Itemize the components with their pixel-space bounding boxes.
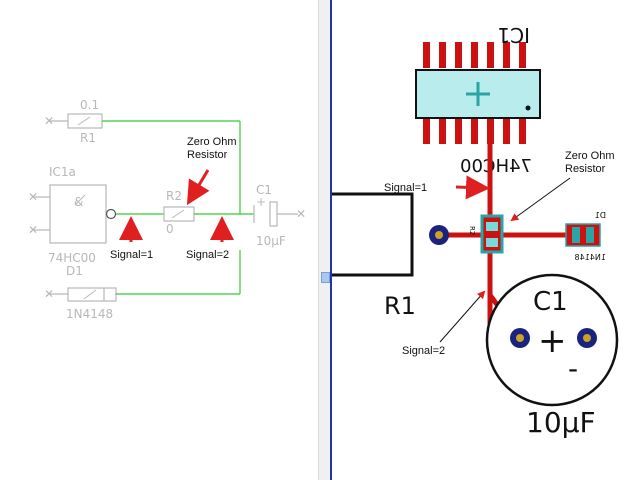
r2-ref-label: R2 [166, 189, 182, 203]
note-zero-ohm-line2: Resistor [187, 149, 228, 161]
c1-value-label: 10µF [256, 234, 286, 248]
c1-capacitor[interactable]: + ✕ [253, 195, 306, 227]
svg-text:✕: ✕ [44, 114, 54, 128]
r1-value-label: 0.1 [80, 98, 99, 112]
d1-part-label: 1N4148 [66, 307, 113, 321]
r1-outline[interactable] [332, 192, 414, 277]
arrow-to-r2-footprint [510, 177, 571, 222]
schematic-canvas: ✕ 0.1 R1 IC1a ✕ ✕ & 74HC00 R2 0 [28, 98, 306, 321]
ic1a-ref-label: IC1a [49, 165, 76, 179]
ic1a-gate[interactable]: ✕ ✕ [28, 184, 117, 244]
d1-footprint[interactable] [565, 223, 601, 247]
pcb-signal2-label: Signal=2 [402, 345, 445, 357]
signal1-label: Signal=1 [110, 249, 153, 261]
c1-label: C1 [533, 287, 568, 317]
arrow-to-r2 [186, 169, 210, 206]
r2-footprint[interactable] [480, 214, 504, 254]
pcb-note-zero-ohm-line1: Zero Ohm [565, 150, 615, 162]
panel-divider[interactable] [318, 0, 333, 480]
svg-text:✕: ✕ [28, 223, 38, 237]
r2-ref-label: R2 [468, 226, 476, 235]
r1-ref-label: R1 [80, 131, 96, 145]
note-zero-ohm-line1: Zero Ohm [187, 136, 237, 148]
gate-symbol: & [74, 195, 83, 209]
pcb-note-zero-ohm-line2: Resistor [565, 163, 606, 175]
schematic-view: ✕ 0.1 R1 IC1a ✕ ✕ & 74HC00 R2 0 [0, 0, 318, 480]
ic1-ref-label: IC1 [497, 23, 530, 47]
r1-label: R1 [384, 292, 416, 320]
ic1-footprint[interactable] [415, 42, 541, 144]
via-pad[interactable] [429, 225, 449, 245]
c1-footprint[interactable] [485, 273, 619, 407]
arrow-signal2-pcb [439, 290, 486, 343]
svg-text:+: + [256, 195, 266, 209]
svg-text:✕: ✕ [296, 207, 306, 221]
d1-diode[interactable]: ✕ [44, 250, 241, 302]
svg-text:✕: ✕ [44, 287, 54, 301]
c1-plus-label: + [538, 321, 567, 361]
splitter-handle[interactable] [321, 272, 330, 283]
c1-ref-label: C1 [256, 183, 272, 197]
pcb-signal1-label: Signal=1 [384, 182, 427, 194]
r2-zero-ohm-resistor[interactable] [163, 206, 195, 222]
d1-ref-label: D1 [66, 264, 83, 278]
signal2-label: Signal=2 [186, 249, 229, 261]
pcb-canvas: IC1 74HC00 R1 R2 [332, 23, 619, 439]
r1-resistor[interactable]: ✕ [44, 113, 241, 214]
d1-ref-label: D1 [595, 211, 606, 220]
d1-part-label: 1N4148 [575, 253, 606, 262]
pcb-view: IC1 74HC00 R1 R2 [332, 0, 638, 480]
inverter-bubble [105, 208, 117, 220]
c1-value-label: 10µF [526, 406, 596, 439]
ic1a-part-label: 74HC00 [48, 251, 96, 265]
r2-value-label: 0 [166, 222, 174, 236]
svg-text:✕: ✕ [28, 190, 38, 204]
c1-minus-label: - [568, 352, 578, 385]
arrow-signal1-pcb [455, 175, 490, 200]
ic1-part-label: 74HC00 [460, 156, 532, 177]
